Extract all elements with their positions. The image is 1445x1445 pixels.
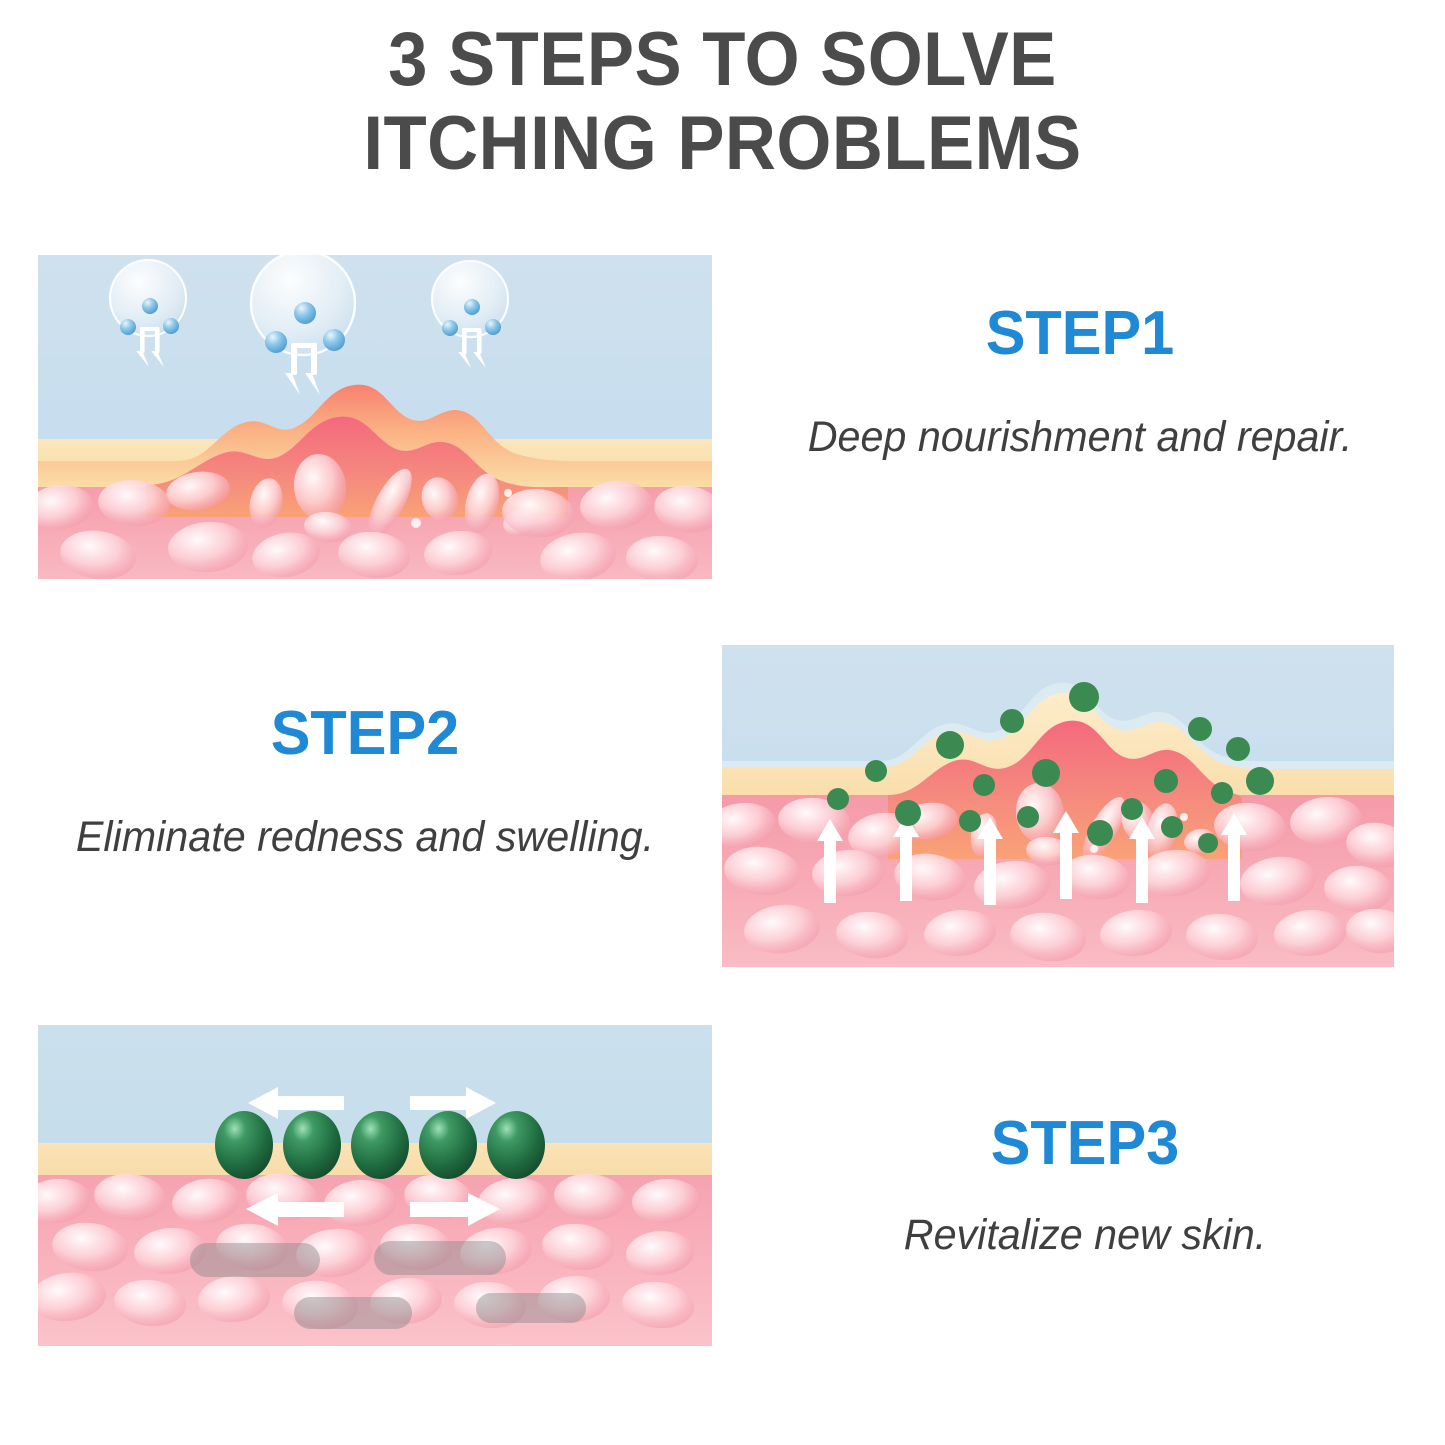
up-arrow xyxy=(1053,811,1079,899)
granule xyxy=(827,788,849,810)
granule xyxy=(1000,709,1024,733)
granule xyxy=(1087,820,1113,846)
right-arrow xyxy=(410,1193,500,1226)
down-arrow-pair xyxy=(458,328,486,368)
micro-droplet xyxy=(163,318,179,334)
capsule xyxy=(374,1241,506,1275)
granule xyxy=(895,800,921,826)
step2-heading: STEP2 xyxy=(270,699,460,768)
left-arrow xyxy=(248,1087,344,1119)
dermis-cell-cluster xyxy=(38,479,712,579)
granule xyxy=(959,810,981,832)
granule xyxy=(1188,717,1212,741)
step2-illustration xyxy=(722,645,1394,967)
micro-droplet xyxy=(265,331,287,353)
page-title-line-1: 3 STEPS TO SOLVE xyxy=(388,17,1057,102)
down-arrow-pair xyxy=(136,327,164,367)
sphere-group xyxy=(215,1111,545,1179)
capsule xyxy=(190,1243,320,1277)
step2-text-block: STEP2 Eliminate redness and swelling. xyxy=(20,700,710,864)
up-arrow xyxy=(1221,813,1247,901)
bubble-group xyxy=(108,255,510,395)
dermis-cell-cluster xyxy=(722,796,1394,962)
granule xyxy=(1246,767,1274,795)
dermis-cell-cluster xyxy=(38,1173,700,1330)
inflamed-bump-core xyxy=(146,416,568,517)
granule xyxy=(1154,769,1178,793)
up-arrow xyxy=(893,815,919,901)
micro-droplet xyxy=(142,298,158,314)
micro-droplet xyxy=(485,319,501,335)
down-arrow-pair xyxy=(285,343,320,395)
step1-heading: STEP1 xyxy=(985,299,1175,368)
skin-absorption-diagram xyxy=(38,255,712,579)
anti-inflammation-diagram xyxy=(722,645,1394,967)
step1-illustration xyxy=(38,255,712,579)
granule xyxy=(973,774,995,796)
micro-droplet xyxy=(464,299,480,315)
micro-droplet xyxy=(120,319,136,335)
green-sphere xyxy=(215,1111,273,1179)
capsule xyxy=(294,1297,412,1329)
granule-group xyxy=(827,682,1274,853)
granule xyxy=(1032,759,1060,787)
step1-description: Deep nourishment and repair. xyxy=(807,413,1353,461)
granule xyxy=(1069,682,1099,712)
bubble-center xyxy=(249,255,357,395)
granule xyxy=(1211,782,1233,804)
micro-droplet xyxy=(294,302,316,324)
granule xyxy=(1198,833,1218,853)
up-arrow xyxy=(817,819,843,903)
up-arrow xyxy=(1129,817,1155,903)
green-sphere xyxy=(351,1111,409,1179)
capsule xyxy=(476,1293,586,1323)
capsule-group xyxy=(190,1241,586,1329)
page-title: 3 STEPS TO SOLVE ITCHING PROBLEMS xyxy=(51,18,1395,186)
bubble-right xyxy=(430,259,510,368)
granule xyxy=(865,760,887,782)
step3-heading: STEP3 xyxy=(990,1109,1180,1178)
dermis-arrow-group xyxy=(246,1193,500,1226)
granule xyxy=(1121,798,1143,820)
bubble-left xyxy=(108,258,188,367)
step3-illustration xyxy=(38,1025,712,1346)
green-sphere xyxy=(487,1111,545,1179)
green-sphere xyxy=(419,1111,477,1179)
step3-text-block: STEP3 Revitalize new skin. xyxy=(740,1110,1430,1262)
granule xyxy=(936,731,964,759)
up-arrow xyxy=(977,817,1003,905)
granule xyxy=(1017,806,1039,828)
left-arrow xyxy=(246,1193,344,1226)
page-title-line-2: ITCHING PROBLEMS xyxy=(363,101,1082,186)
surface-arrow-group xyxy=(248,1087,496,1119)
green-sphere xyxy=(283,1111,341,1179)
skin-renewal-diagram xyxy=(38,1025,712,1346)
step2-description: Eliminate redness and swelling. xyxy=(75,813,655,861)
micro-droplet xyxy=(442,320,458,336)
right-arrow xyxy=(410,1087,496,1119)
step3-description: Revitalize new skin. xyxy=(903,1211,1267,1259)
micro-droplet xyxy=(323,329,345,351)
granule xyxy=(1226,737,1250,761)
granule xyxy=(1161,816,1183,838)
upward-arrow-group xyxy=(817,811,1247,905)
step1-text-block: STEP1 Deep nourishment and repair. xyxy=(735,300,1425,464)
